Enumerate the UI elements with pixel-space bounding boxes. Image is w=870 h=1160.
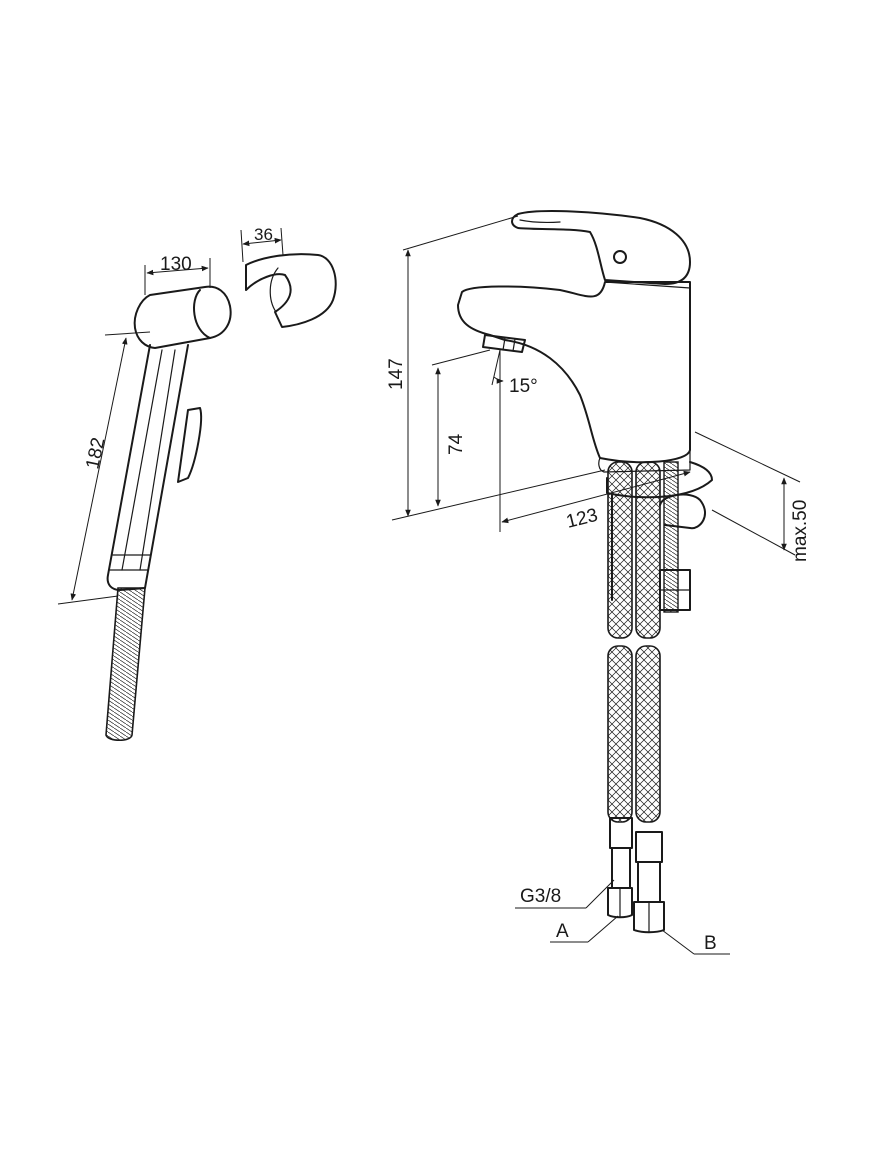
faucet-body (457, 281, 691, 464)
faucet-body-seam (604, 281, 691, 289)
holder-slot (269, 267, 279, 313)
faucet-lever-tip (519, 219, 561, 223)
dim-36-ext-right (280, 227, 284, 256)
holder-outline (245, 253, 337, 328)
shower-hose (105, 587, 146, 742)
spout-height-label: 74 (446, 433, 467, 455)
wall-holder: 36 (240, 225, 337, 328)
angle-arc (493, 376, 504, 384)
hose-b-label: B (704, 933, 717, 954)
hand-shower: 130 182 (57, 254, 232, 742)
faucet-aerator (482, 334, 526, 353)
dim-74-ext-top (431, 349, 491, 366)
dim-147-ext-top (402, 215, 519, 251)
dim-36-line (242, 237, 282, 247)
mounting-and-hoses: G3/8 A B (515, 461, 730, 955)
faucet-height-label: 147 (386, 358, 407, 390)
leader-a-angle (587, 915, 619, 943)
holder-width-label: 36 (254, 225, 273, 244)
shower-handle-inner-line-2 (139, 349, 176, 571)
shower-handle-outline (106, 344, 189, 591)
hose-a-connector (611, 847, 631, 889)
hose-a-label: A (556, 921, 569, 942)
faucet-lever (511, 210, 691, 285)
spout-angle-label: 15° (509, 376, 538, 397)
hose-a-upper (607, 461, 633, 639)
aerator-line-2 (512, 338, 516, 352)
max-thickness-label: max.50 (790, 500, 811, 562)
hose-b-nut (633, 901, 665, 934)
hose-b-upper (635, 461, 661, 639)
shower-head-outline (133, 285, 232, 349)
faucet-lever-screw (613, 250, 627, 264)
reach-label: 123 (564, 505, 600, 533)
hose-a-lower (607, 645, 633, 823)
aerator-line (502, 337, 506, 351)
shower-width-label: 130 (160, 254, 192, 275)
leader-b-angle (661, 929, 695, 955)
angle-tilt-line (491, 349, 501, 386)
hose-b-connector (637, 861, 661, 903)
thread-size-label: G3/8 (520, 886, 561, 907)
shower-length-label: 182 (82, 436, 109, 471)
shower-handle-inner-line (121, 349, 163, 571)
hose-b-ferrule (635, 831, 663, 863)
hose-b-lower (635, 645, 661, 823)
faucet: 147 74 15° 123 max.50 (386, 210, 811, 562)
leader-g38-angle (585, 879, 615, 909)
dim-182-ext-bottom (57, 595, 119, 605)
hose-a-nut (607, 887, 633, 919)
shower-trigger-lever (177, 407, 203, 483)
dim-130-line (146, 265, 209, 276)
dim-182-line (70, 337, 128, 601)
threaded-stud (663, 461, 679, 613)
dim-36-ext-left (240, 229, 244, 263)
dim-max50-ext-top (694, 431, 801, 483)
shower-head-face (193, 289, 211, 339)
dim-max50-ext-bottom (711, 509, 796, 556)
dim-182-ext-top (104, 331, 151, 336)
